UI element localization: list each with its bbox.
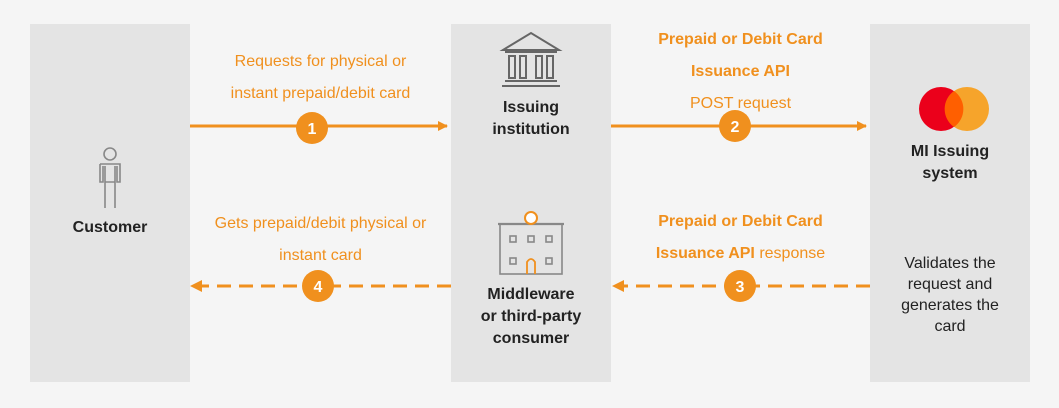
mi-note-line4: card <box>934 318 966 335</box>
customer-label: Customer <box>72 219 148 236</box>
step-3-number: 3 <box>736 279 745 296</box>
step-3-line1: Prepaid or Debit Card <box>658 213 823 230</box>
mastercard-logo-icon <box>919 87 989 131</box>
mi-issuing-label: MI Issuing system <box>870 141 1030 185</box>
step-1-number: 1 <box>308 121 317 138</box>
step-3-text: Prepaid or Debit Card Issuance API respo… <box>611 206 870 270</box>
middleware-label-line1: Middleware <box>487 286 575 303</box>
issuer-label-line2: institution <box>492 121 570 138</box>
mi-label-line2: system <box>922 165 978 182</box>
mi-label-line1: MI Issuing <box>910 143 990 160</box>
step-2-line2: Issuance API <box>690 63 790 80</box>
step-2-text: Prepaid or Debit Card Issuance API POST … <box>611 24 870 120</box>
step-2-number: 2 <box>731 119 740 136</box>
step-1-line1: Requests for physical or <box>234 53 407 70</box>
step-4-line2: instant card <box>279 247 362 264</box>
issuer-column <box>451 24 611 382</box>
building-icon <box>498 211 564 275</box>
step-4-marker: 4 <box>302 270 334 302</box>
step-3-line2-rest: response <box>754 245 826 262</box>
step-3-line2-bold: Issuance API <box>655 245 755 262</box>
mi-note: Validates the request and generates the … <box>870 253 1030 337</box>
issuer-label: Issuing institution <box>451 97 611 141</box>
step-4-number: 4 <box>314 279 323 296</box>
step-2-line1: Prepaid or Debit Card <box>658 31 823 48</box>
mi-issuing-column <box>870 24 1030 382</box>
middleware-label-line2: or third-party <box>480 308 582 325</box>
step-4-line1: Gets prepaid/debit physical or <box>214 215 427 232</box>
step-1-line2: instant prepaid/debit card <box>230 85 411 102</box>
step-4-text: Gets prepaid/debit physical or instant c… <box>190 208 451 272</box>
step-2-line3: POST request <box>689 95 792 112</box>
issuer-label-line1: Issuing <box>502 99 559 116</box>
mi-note-line1: Validates the <box>904 255 996 272</box>
mi-note-line3: generates the <box>901 297 999 314</box>
customer-column <box>30 24 190 382</box>
bank-icon <box>499 31 563 87</box>
step-1-text: Requests for physical or instant prepaid… <box>190 46 451 110</box>
middleware-label-line3: consumer <box>492 330 570 347</box>
step-3-marker: 3 <box>724 270 756 302</box>
mi-note-line2: request and <box>907 276 993 293</box>
step-3-line2: Issuance API response <box>611 238 870 270</box>
arrow-step-4 <box>190 280 451 292</box>
step-2-marker: 2 <box>719 110 751 142</box>
middleware-label: Middleware or third-party consumer <box>451 284 611 350</box>
step-1-marker: 1 <box>296 112 328 144</box>
person-icon <box>99 147 121 208</box>
